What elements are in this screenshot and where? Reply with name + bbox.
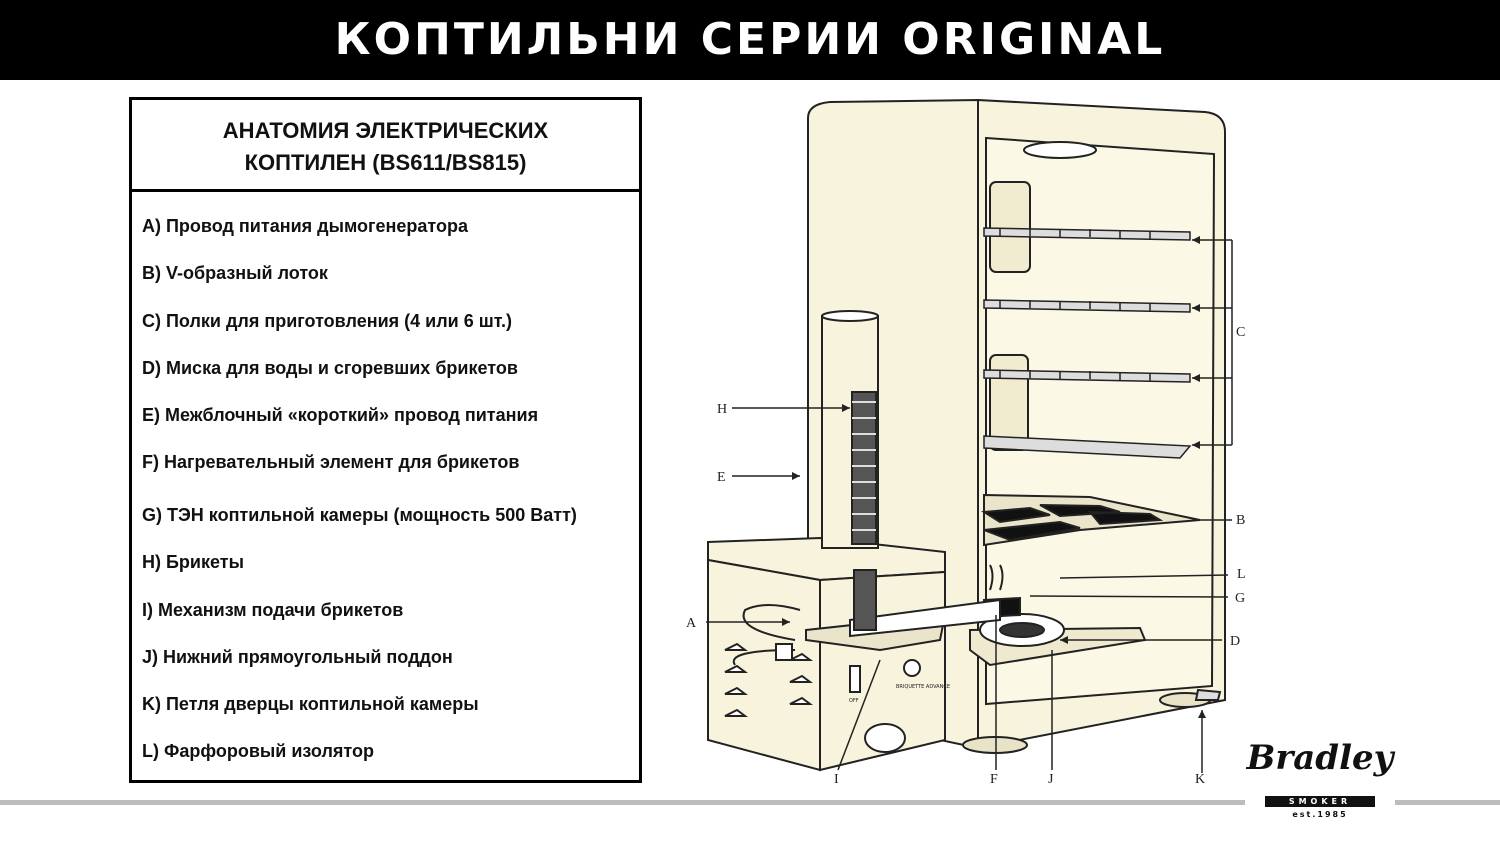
smoker-diagram: A B C D E F G H I J K L OFF BRIQUETTE AD… (686, 98, 1246, 787)
legend-item-b: B) V-образный лоток (142, 263, 328, 283)
callout-a: A (686, 616, 697, 631)
callout-d: D (1230, 634, 1240, 649)
legend-item-k: K) Петля дверцы коптильной камеры (142, 694, 479, 714)
briquette-advance-label: BRIQUETTE ADVANCE (896, 684, 950, 690)
legend-item-d: D) Миска для воды и сгоревших брикетов (142, 358, 518, 378)
bottom-rule (0, 800, 1245, 805)
logo-band: SMOKER (1265, 796, 1375, 807)
callout-f: F (990, 772, 998, 787)
callout-g: G (1235, 591, 1245, 606)
page-title: КОПТИЛЬНИ СЕРИИ ORIGINAL (334, 14, 1166, 65)
callout-i: I (834, 772, 839, 787)
bottom-tray (969, 564, 1147, 667)
legend-heading-line2: КОПТИЛЕН (BS611/BS815) (244, 150, 527, 175)
v-tray (980, 493, 1201, 547)
header-bar: КОПТИЛЬНИ СЕРИИ ORIGINAL (0, 0, 1500, 80)
callout-h: H (717, 402, 727, 417)
push-label: OFF (849, 698, 859, 704)
cooking-racks (983, 227, 1192, 459)
legend-item-j: J) Нижний прямоугольный поддон (142, 647, 453, 667)
callout-j: J (1048, 772, 1054, 787)
legend-item-l: L) Фарфоровый изолятор (142, 741, 374, 761)
logo-est: est.1985 (1292, 810, 1348, 819)
legend-heading-line1: АНАТОМИЯ ЭЛЕКТРИЧЕСКИХ (222, 118, 549, 143)
callout-b: B (1236, 513, 1245, 528)
legend-header: АНАТОМИЯ ЭЛЕКТРИЧЕСКИХ КОПТИЛЕН (BS611/B… (132, 100, 639, 192)
legend-item-f: F) Нагревательный элемент для брикетов (142, 452, 520, 472)
legend-item-c: C) Полки для приготовления (4 или 6 шт.) (142, 311, 512, 331)
logo-script: Bradley (1246, 738, 1394, 778)
callout-arrowheads (782, 236, 1206, 718)
legend-item-i: I) Механизм подачи брикетов (142, 600, 404, 620)
legend-item-g: G) ТЭН коптильной камеры (мощность 500 В… (142, 505, 577, 525)
callout-e: E (717, 470, 726, 485)
legend-item-e: E) Межблочный «короткий» провод питания (142, 405, 539, 425)
callout-leaders (706, 239, 1233, 773)
briquette-tube (821, 310, 879, 631)
callout-l: L (1237, 567, 1246, 582)
callout-c: C (1236, 325, 1245, 340)
callout-labels: A B C D E F G H I J K L (686, 325, 1246, 787)
smoke-generator (707, 536, 1001, 772)
callout-k: K (1195, 772, 1205, 787)
bottom-rule-right (1395, 800, 1500, 805)
legend-item-a: A) Провод питания дымогенератора (142, 216, 468, 236)
legend-box: АНАТОМИЯ ЭЛЕКТРИЧЕСКИХ КОПТИЛЕН (BS611/B… (129, 97, 642, 783)
legend-item-h: H) Брикеты (142, 552, 244, 572)
bradley-logo: Bradley SMOKER est.1985 (1245, 738, 1395, 828)
